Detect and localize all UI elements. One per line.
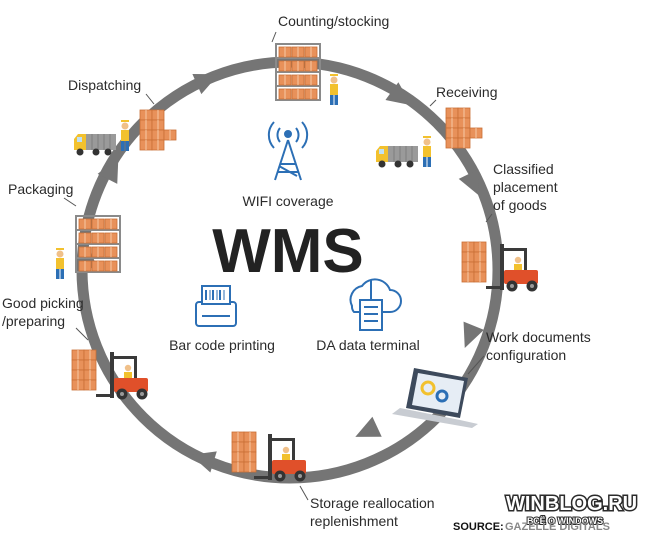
stage-label-packaging: Packaging [8,181,73,197]
stage-label-work-docs-1: Work documents [486,329,591,345]
watermark-tagline: ВСЁ О WINDOWS [527,516,603,526]
stage-label-classified-2: placement [493,179,558,195]
laptop-icon [392,368,478,428]
picking-illustration [72,350,148,400]
flow-arrow [192,74,219,95]
stage-label-classified-1: Classified [493,161,554,177]
data-terminal-label: DA data terminal [316,337,420,353]
stage-label-storage-2: replenishment [310,513,398,529]
stage-label-receiving: Receiving [436,84,497,100]
pointer-line [271,31,277,43]
wifi-coverage-label: WIFI coverage [242,193,333,209]
counting-stocking-illustration [276,44,338,105]
flow-arrow [385,82,412,106]
source-name: GAZELLE DIGITALS [505,521,610,533]
wms-title: WMS [212,217,364,286]
watermark-brand: WINBLOG.RU [506,493,637,515]
packaging-illustration [56,216,120,279]
wifi-tower-icon [267,121,309,181]
classified-placement-illustration [462,242,538,292]
pointer-line [467,355,485,375]
flow-arrow [463,321,484,348]
flow-arrow [355,416,382,437]
pointer-line [299,485,309,501]
barcode-printing-label: Bar code printing [169,337,275,353]
stage-label-classified-3: of goods [493,197,547,213]
stage-label-storage-1: Storage reallocation [310,495,435,511]
flow-arrow [97,157,119,184]
watermark: WINBLOG.RU ВСЁ О WINDOWS [505,492,639,528]
source-prefix: SOURCE: [453,521,504,533]
stage-label-work-docs-2: configuration [486,347,566,363]
pointer-line [485,213,493,223]
stage-label-counting: Counting/stocking [278,13,389,29]
flow-arrow [458,169,480,196]
barcode-printer-icon [195,285,237,327]
pointer-line [75,327,89,341]
pointer-line [145,93,155,105]
data-terminal-icon [349,278,402,331]
stage-label-picking-1: Good picking [2,295,84,311]
stage-label-picking-2: /preparing [2,313,65,329]
stage-label-dispatching: Dispatching [68,77,141,93]
flow-arrow [190,451,217,473]
pointer-line [429,99,437,107]
pointer-line [63,197,77,207]
